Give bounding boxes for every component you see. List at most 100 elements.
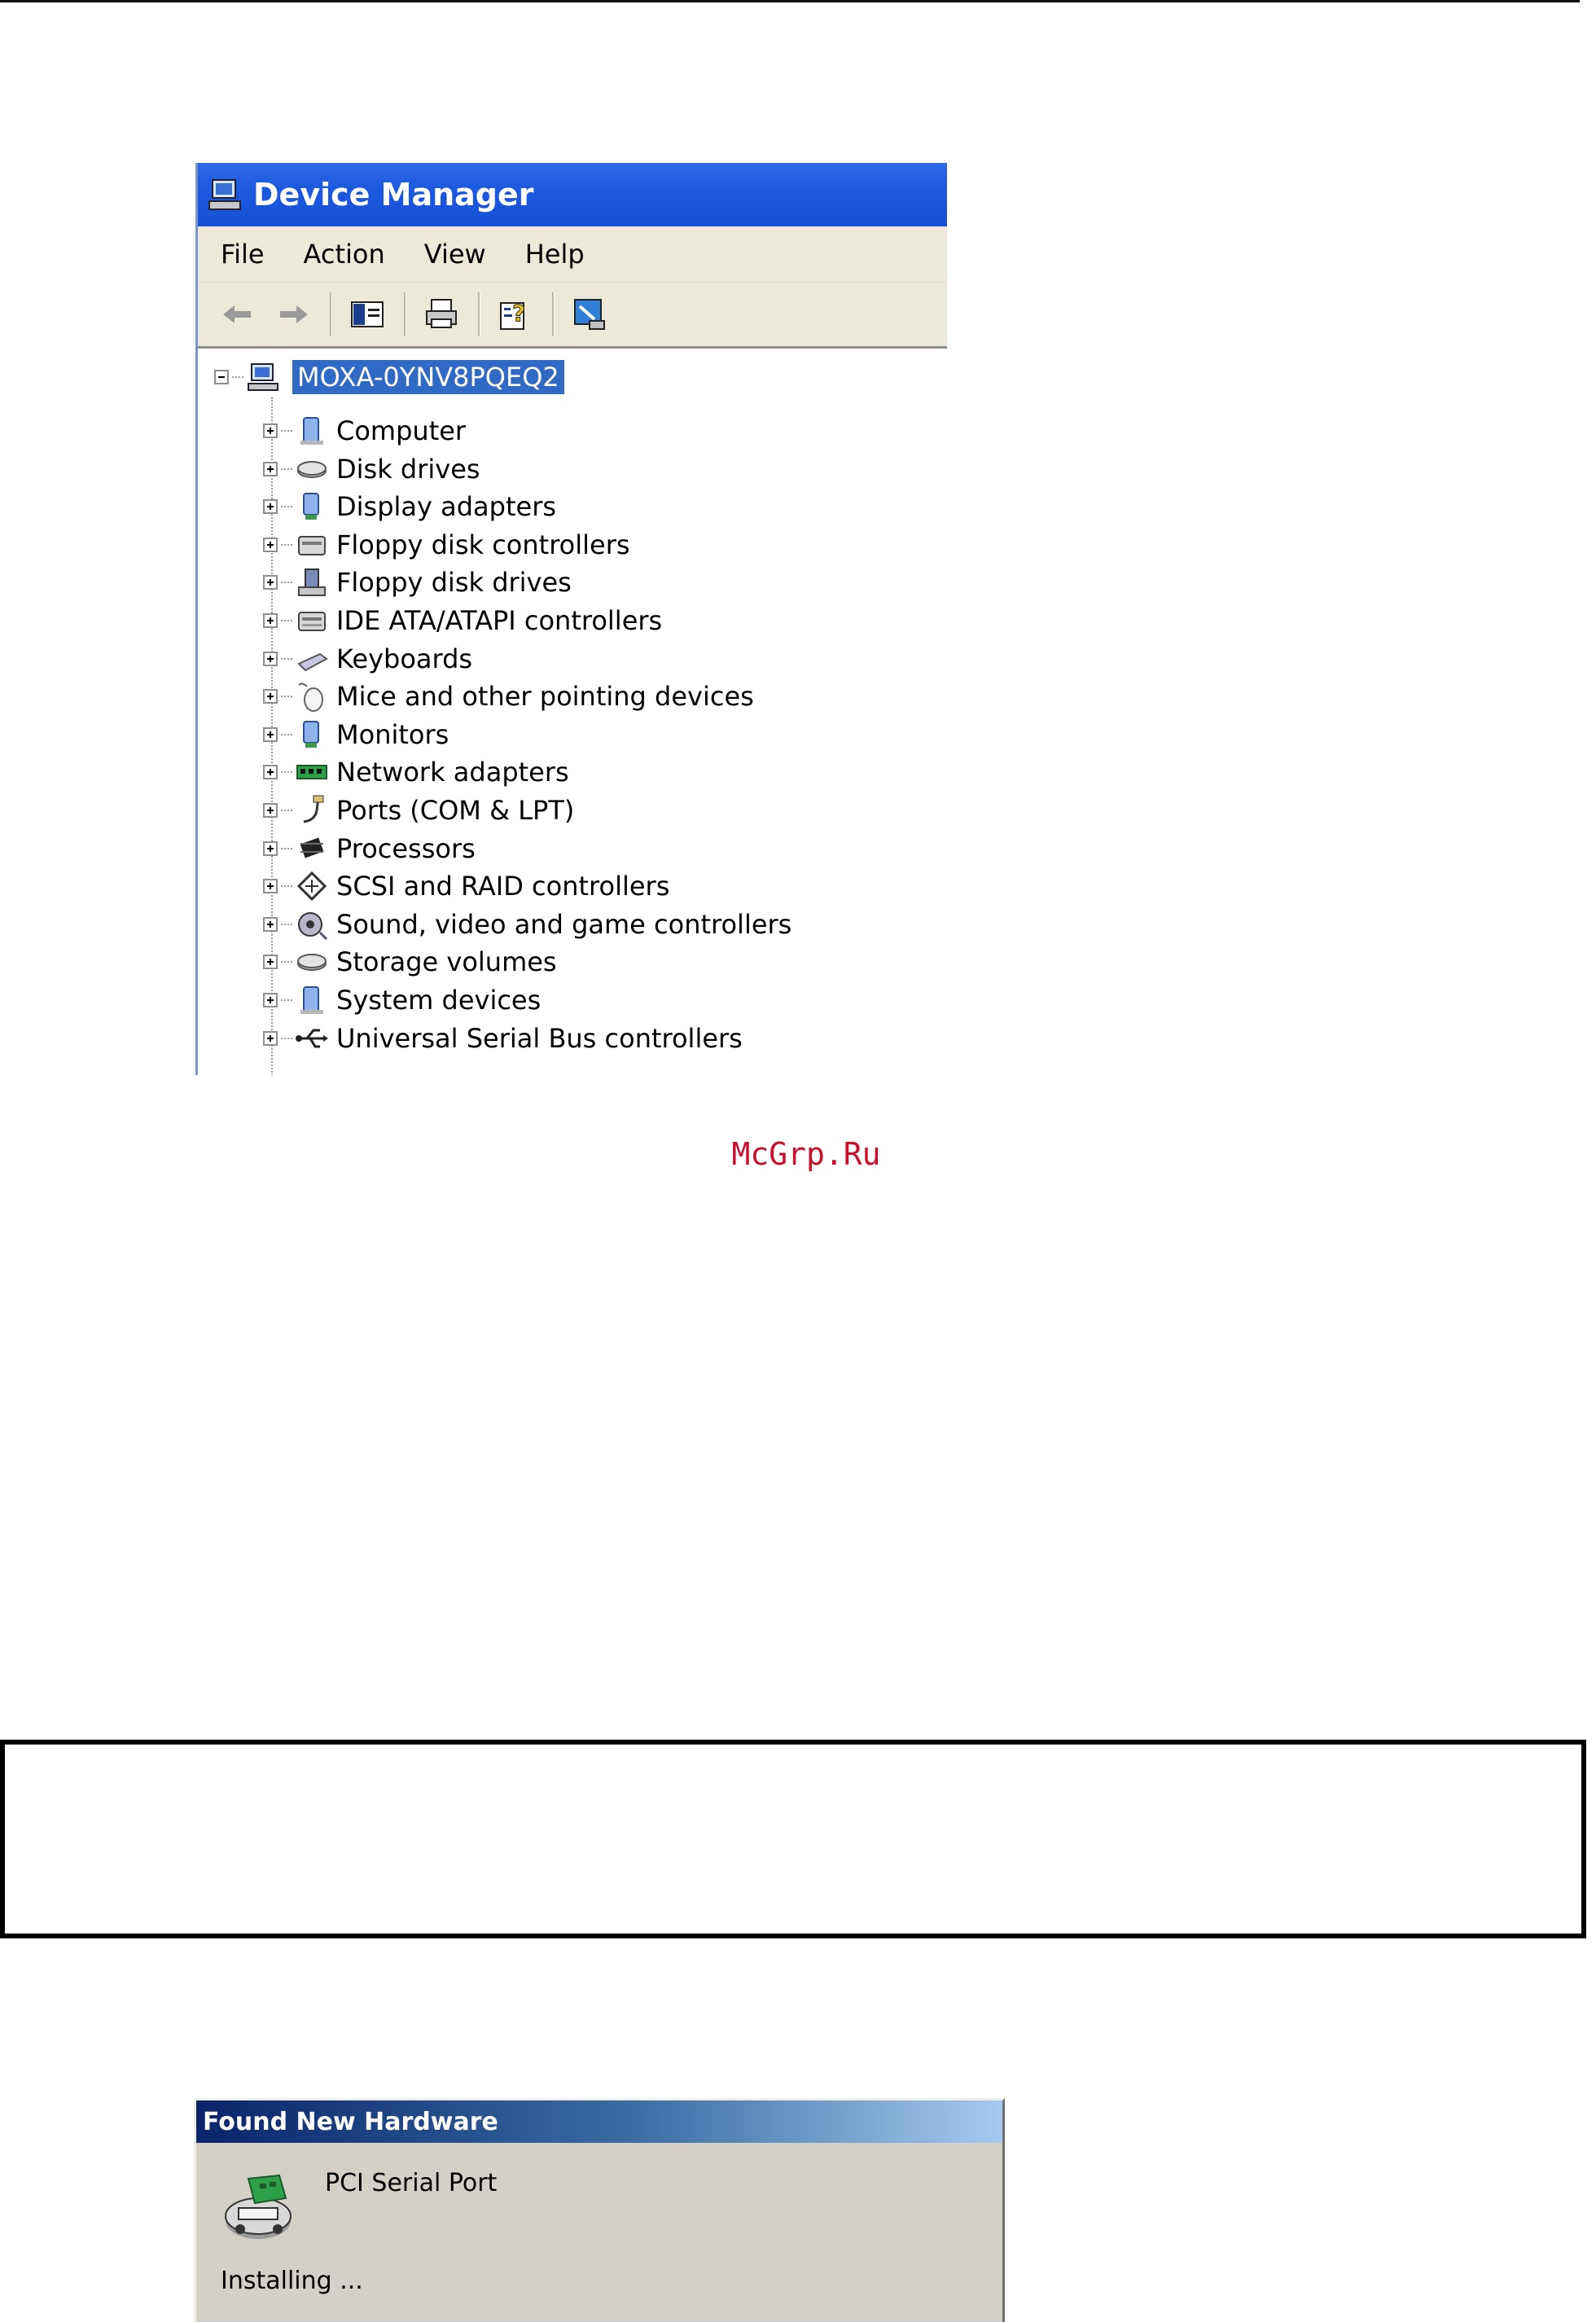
menu-file[interactable]: File [221,239,265,270]
device-manager-app-icon [208,179,241,210]
toolbar-separator [478,292,480,336]
computer-icon [300,417,323,445]
tree-category-item[interactable]: IDE ATA/ATAPI controllers [263,602,662,639]
menu-help[interactable]: Help [524,239,585,270]
monitor-icon [303,720,319,748]
tree-connector [281,733,292,735]
menu-view[interactable]: View [423,239,486,270]
expand-icon[interactable] [263,575,278,590]
tree-category-item[interactable]: Mice and other pointing devices [263,678,754,715]
expand-icon[interactable] [263,499,278,515]
tree-connector [281,696,292,698]
expand-icon[interactable] [263,841,278,856]
help-button[interactable]: ? [492,291,539,338]
tree-category-item[interactable]: Storage volumes [263,943,557,981]
tree-connector [281,771,292,774]
system-device-icon [300,986,323,1014]
display-adapter-icon [303,493,319,520]
expand-icon[interactable] [263,916,278,932]
tree-category-item[interactable]: Ports (COM & LPT) [263,792,574,829]
expand-icon[interactable] [263,461,278,476]
help-icon: ? [500,300,526,330]
tree-category-label: Monitors [336,718,449,750]
mouse-icon [298,683,323,713]
tree-connector [281,430,292,432]
back-button[interactable] [214,291,261,338]
root-label[interactable]: MOXA-0YNV8PQEQ2 [292,360,564,394]
expand-icon[interactable] [263,424,278,438]
tree-category-label: Universal Serial Bus controllers [336,1022,743,1054]
expand-icon[interactable] [263,765,278,780]
tree-connector [281,467,292,470]
tree-category-item[interactable]: Network adapters [263,753,569,791]
tree-category-label: Processors [336,832,476,864]
tree-category-item[interactable]: Display adapters [263,488,556,525]
collapse-icon[interactable] [214,370,229,384]
tree-category-item[interactable]: Monitors [263,716,449,753]
expand-icon[interactable] [263,955,278,970]
expand-icon[interactable] [263,879,278,894]
scan-hardware-icon [574,299,605,330]
tree-connector [281,543,292,546]
tree-category-label: Display adapters [336,491,557,523]
ide-controller-icon [298,612,326,631]
tree-category-item[interactable]: Processors [263,830,476,867]
tree-connector [281,506,292,508]
tree-root[interactable]: MOXA-0YNV8PQEQ2 [214,358,564,396]
install-status: Installing ... [221,2267,363,2295]
processor-icon [300,837,324,858]
tree-connector [281,582,292,584]
expand-icon[interactable] [263,803,278,818]
found-new-hardware-balloon[interactable]: Found New Hardware PCI Serial Port Insta… [194,2098,1005,2322]
menu-bar: File Action View Help [198,226,947,283]
tree-category-item[interactable]: Disk drives [263,450,480,488]
tree-connector [281,620,292,621]
tree-category-item[interactable]: System devices [263,981,541,1019]
forward-icon [280,305,308,323]
tree-category-item[interactable]: Keyboards [263,640,472,678]
floppy-drive-icon [298,568,326,597]
tree-category-item[interactable]: SCSI and RAID controllers [263,867,669,905]
tree-connector [281,885,292,888]
device-manager-titlebar[interactable]: Device Manager [198,163,947,226]
tree-category-item[interactable]: Floppy disk drives [263,564,572,601]
page-top-rule [0,0,1580,2]
found-new-hardware-titlebar: Found New Hardware [196,2100,1002,2143]
found-new-hardware-title: Found New Hardware [203,2107,498,2136]
toolbar-separator [552,292,555,336]
print-icon [426,299,457,328]
tree-category-label: SCSI and RAID controllers [336,871,670,902]
expand-icon[interactable] [263,726,278,742]
device-manager-title: Device Manager [253,177,534,213]
pci-card-icon [225,2174,292,2239]
svg-text:?: ? [512,300,525,327]
keyboard-icon [297,652,328,671]
tree-category-item[interactable]: Universal Serial Bus controllers [263,1020,743,1057]
expand-icon[interactable] [263,651,278,666]
tree-category-label: IDE ATA/ATAPI controllers [336,605,663,636]
expand-icon[interactable] [263,613,278,628]
show-hide-console-tree-button[interactable] [344,291,391,338]
tree-category-label: Mice and other pointing devices [336,681,754,713]
expand-icon[interactable] [263,993,278,1007]
tree-connector [281,999,292,1001]
print-button[interactable] [418,291,465,338]
tree-category-item[interactable]: Computer [263,412,466,450]
expand-icon[interactable] [263,1030,278,1046]
tree-category-item[interactable]: Floppy disk controllers [263,526,630,564]
disk-drive-icon [297,460,327,478]
menu-action[interactable]: Action [303,239,385,270]
network-adapter-icon [296,765,327,780]
toolbar-separator [330,292,332,336]
forward-button[interactable] [270,291,317,338]
tree-category-label: System devices [336,985,542,1016]
tree-category-label: Computer [336,415,467,446]
tree-category-label: Storage volumes [336,946,557,978]
expand-icon[interactable] [263,537,278,552]
expand-icon[interactable] [263,689,278,705]
tree-category-item[interactable]: Sound, video and game controllers [263,906,791,943]
tree-category-label: Floppy disk drives [336,567,572,599]
scan-hardware-button[interactable] [566,291,613,338]
tree-category-label: Network adapters [336,757,569,788]
floppy-controller-icon [298,535,326,555]
